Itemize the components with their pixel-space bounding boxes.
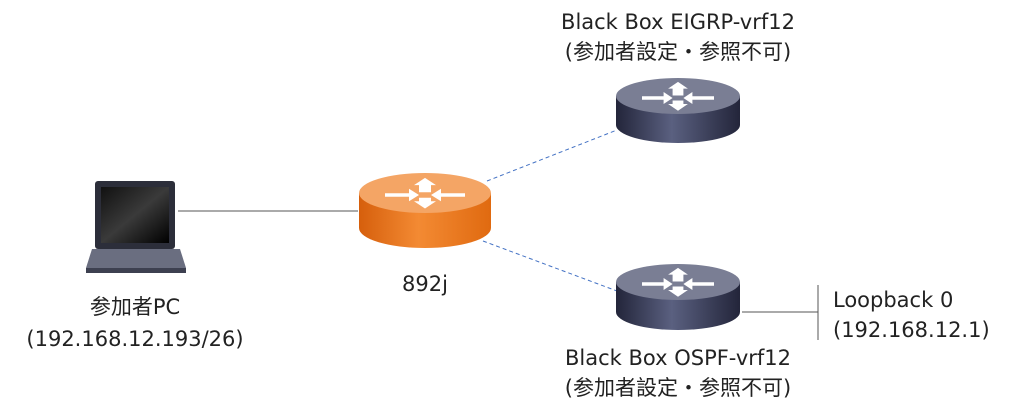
ospf-note: (参加者設定・参照不可) — [564, 376, 792, 400]
laptop-icon — [86, 181, 186, 273]
pc-ip: (192.168.12.193/26) — [26, 327, 244, 351]
router-892j-name: 892j — [402, 272, 448, 296]
ospf-name: Black Box OSPF-vrf12 — [565, 346, 791, 370]
eigrp-note: (参加者設定・参照不可) — [564, 40, 792, 64]
eigrp-name: Black Box EIGRP-vrf12 — [561, 10, 795, 34]
router-icon-eigrp — [616, 78, 740, 143]
link-892j-eigrp — [486, 129, 618, 182]
loopback-name: Loopback 0 — [833, 288, 954, 312]
pc-name: 参加者PC — [89, 295, 181, 319]
router-icon-892j — [359, 173, 491, 248]
loopback-ip: (192.168.12.1) — [833, 318, 990, 342]
router-icon-ospf — [616, 264, 740, 330]
link-892j-ospf — [482, 240, 618, 292]
